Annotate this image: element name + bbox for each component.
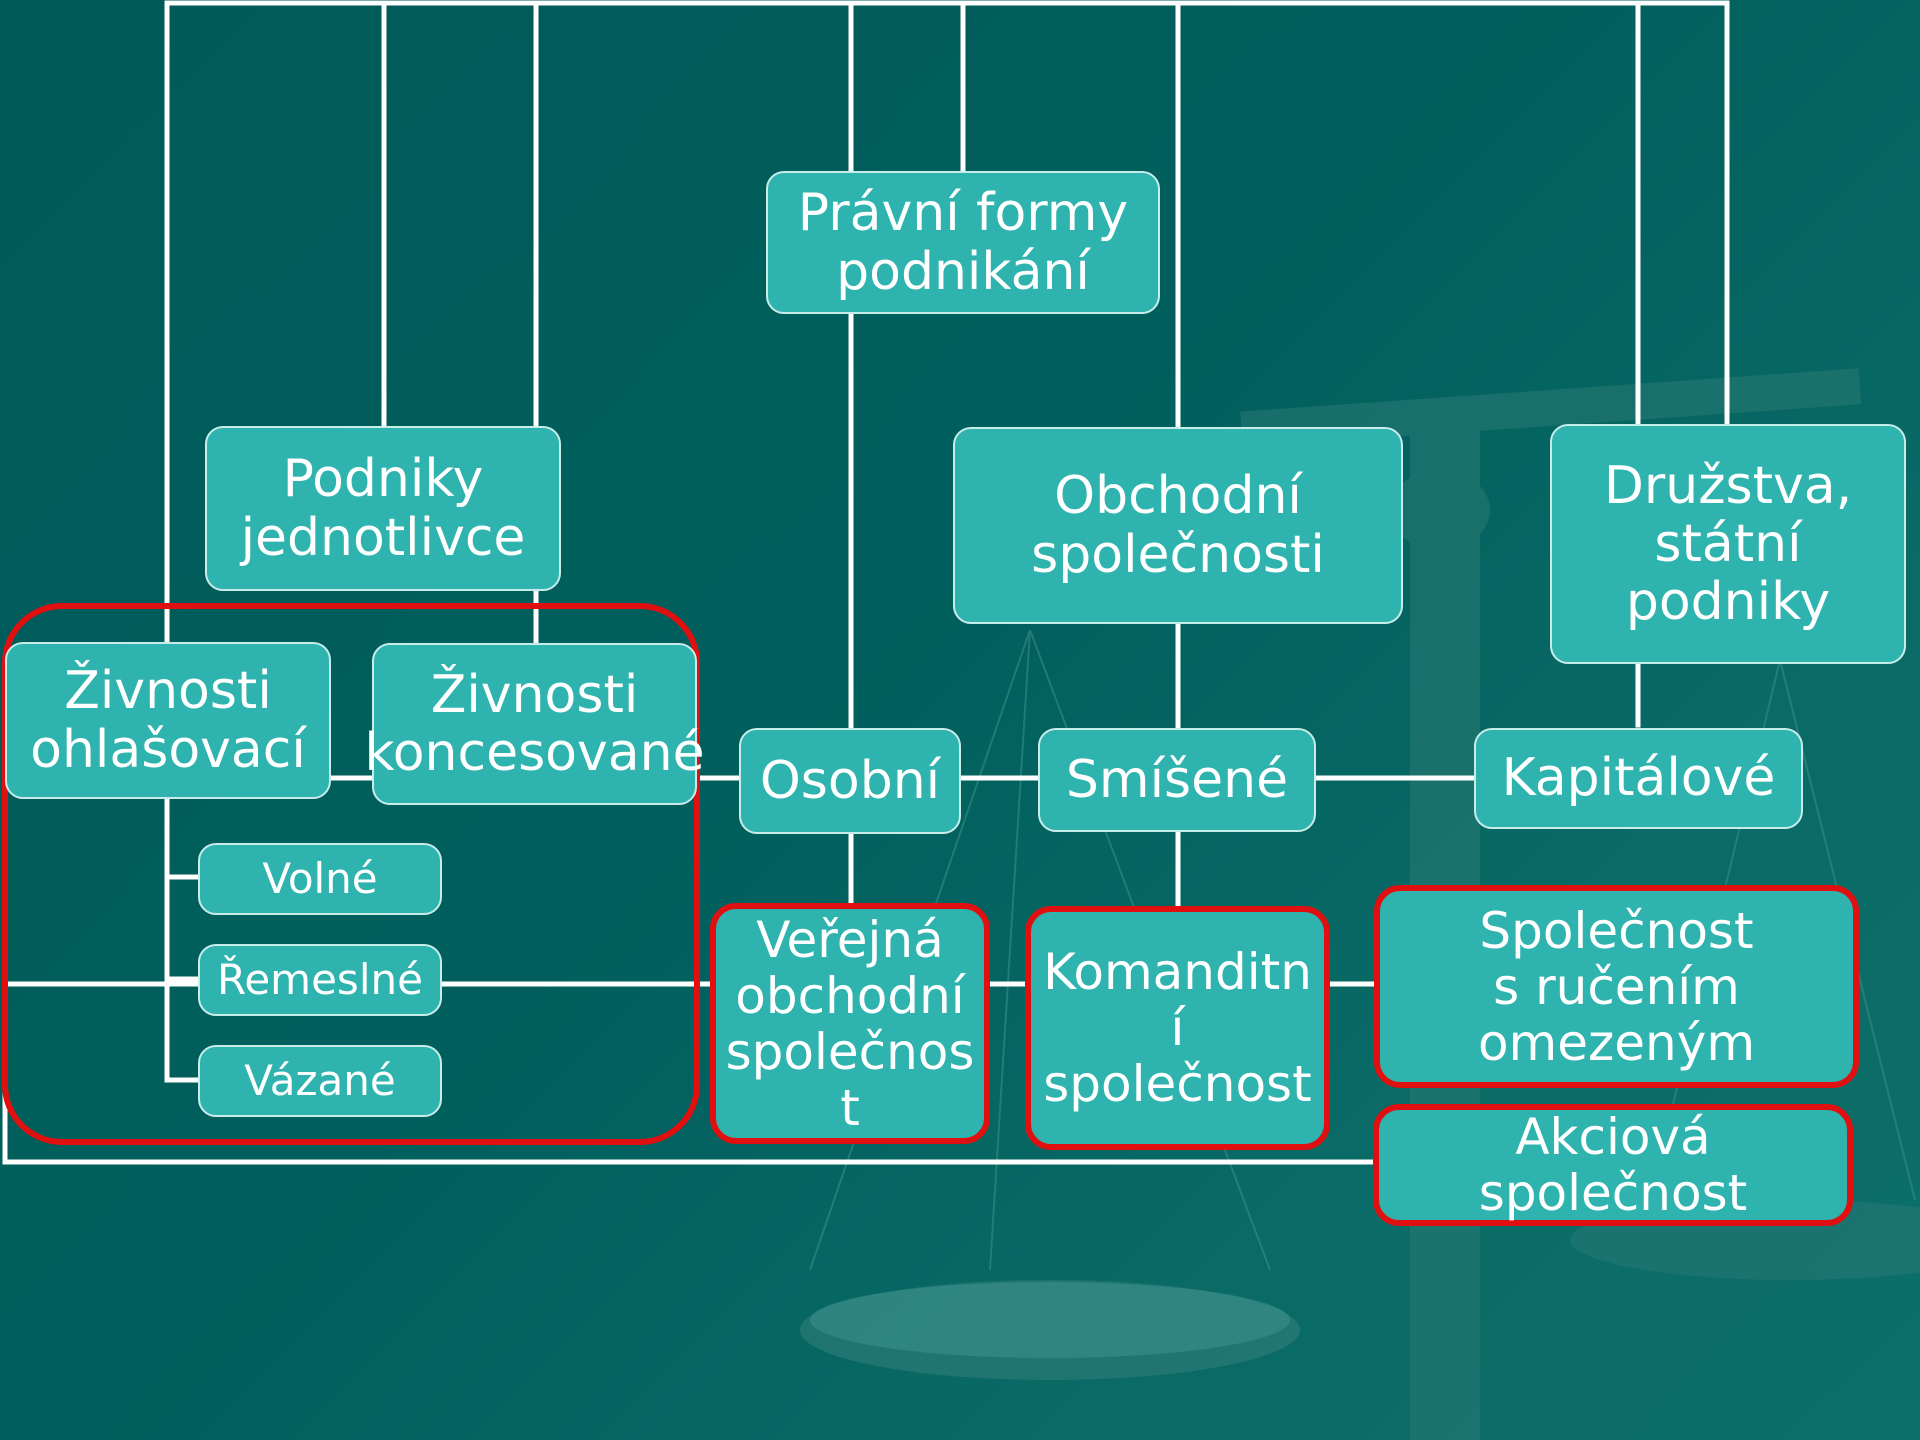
node-label: Živnosti koncesované [364, 664, 705, 783]
node-druzstva: Družstva, státní podniky [1550, 424, 1906, 664]
node-spolecnost-s-rucenim-omezenym: Společnost s ručením omezeným [1374, 885, 1859, 1088]
node-akciova-spolecnost: Akciová společnost [1373, 1104, 1853, 1226]
root-pravni-formy: Právní formy podnikání [766, 171, 1160, 314]
node-label: Řemeslné [217, 955, 423, 1005]
node-vazane: Vázané [198, 1045, 442, 1117]
node-label: Smíšené [1065, 749, 1289, 810]
node-label: Kapitálové [1501, 748, 1776, 809]
node-smisene: Smíšené [1038, 728, 1316, 832]
node-podniky-jednotlivce: Podniky jednotlivce [205, 426, 561, 591]
node-kapitalove: Kapitálové [1474, 728, 1803, 829]
node-komanditni-spolecnost: Komanditn í společnost [1025, 906, 1330, 1150]
node-verejna-obchodni-spolecnost: Veřejná obchodní společnos t [710, 903, 990, 1144]
node-osobni: Osobní [739, 728, 961, 834]
node-zivnosti-koncesovane: Živnosti koncesované [364, 643, 705, 805]
node-label: Osobní [759, 750, 941, 811]
node-label: Veřejná obchodní společnos t [725, 910, 975, 1137]
root-label: Právní formy podnikání [797, 183, 1129, 302]
node-label: Obchodní společnosti [1031, 466, 1325, 585]
node-zivnosti-ohlasovaci: Živnosti ohlašovací [5, 642, 331, 799]
node-label: Vázané [244, 1056, 396, 1106]
node-label: Družstva, státní podniky [1603, 455, 1853, 633]
node-volne: Volné [198, 843, 442, 915]
zivnosti-highlight-group [2, 603, 700, 1145]
node-label: Volné [262, 854, 378, 904]
node-obchodni-spolecnosti: Obchodní společnosti [953, 427, 1403, 624]
node-label: Akciová společnost [1478, 1108, 1748, 1222]
node-label: Komanditn í společnost [1043, 943, 1312, 1113]
node-label: Živnosti ohlašovací [30, 661, 306, 780]
node-remeslne: Řemeslné [198, 944, 442, 1016]
node-label: Společnost s ručením omezeným [1477, 901, 1756, 1072]
node-label: Podniky jednotlivce [240, 449, 526, 568]
